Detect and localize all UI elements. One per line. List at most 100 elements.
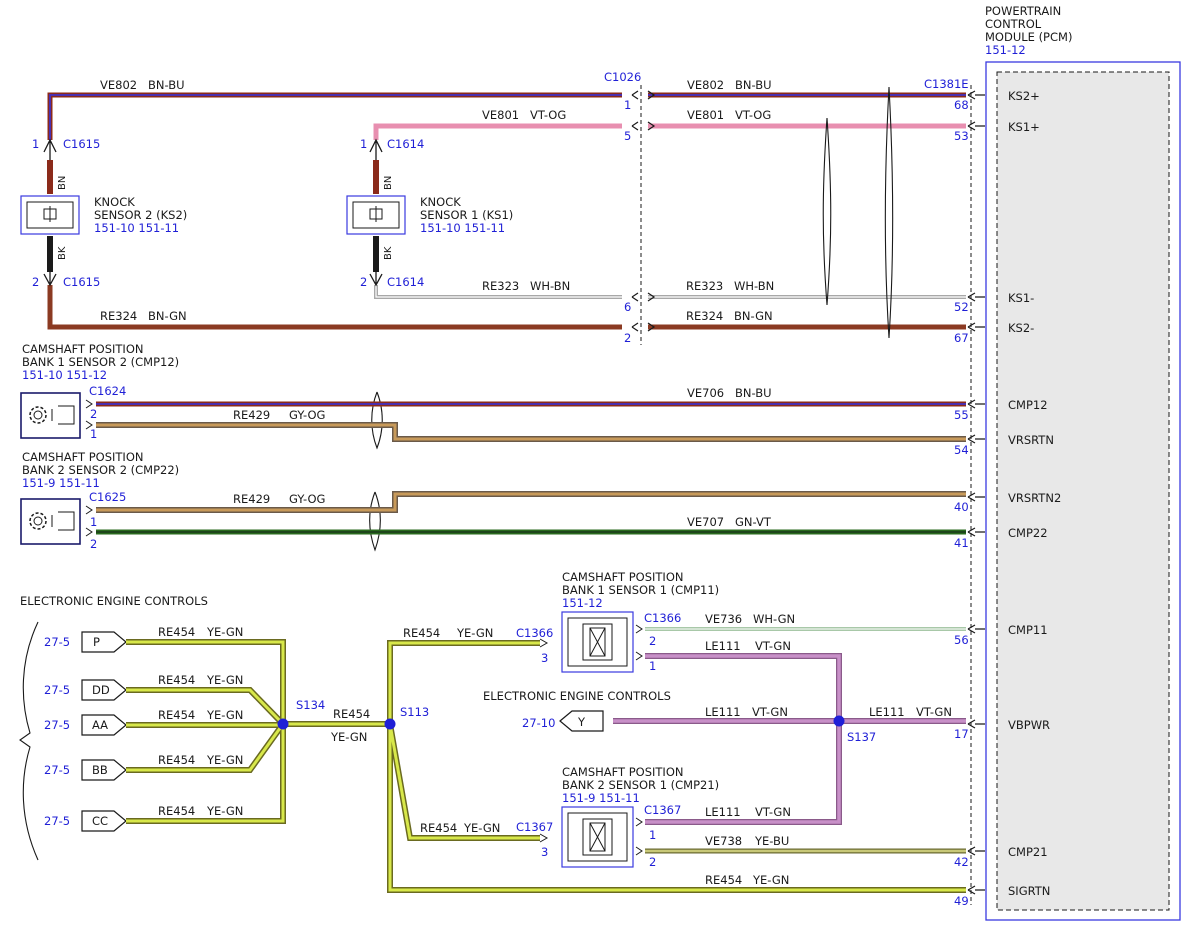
- wire-vrsrtn2[interactable]: RE429 GY-OG: [85, 491, 966, 515]
- c1026-connector[interactable]: C1026 1 5 6 2: [604, 70, 642, 345]
- wire-color: YE-GN: [206, 625, 243, 639]
- wire-circuit: RE324: [100, 309, 137, 323]
- wire-color: BN-BU: [148, 78, 185, 92]
- wire-color: YE-GN: [456, 626, 493, 640]
- knock-sensor-1[interactable]: 1 C1614 BN BK 2 C1614 KNOCK SENSOR 1 (KS…: [346, 137, 513, 289]
- wire-labels-re454-right: RE454 YE-GN RE454 YE-GN RE454 YE-GN: [403, 626, 789, 887]
- pcm-pin-label: KS1-: [1008, 291, 1034, 305]
- cmp12-pin: 1: [90, 427, 97, 441]
- cmp11-title-1: CAMSHAFT POSITION: [562, 570, 683, 584]
- wire-vrsrtn[interactable]: RE429 GY-OG: [85, 408, 966, 442]
- wire-circuit: RE454: [420, 821, 457, 835]
- cmp22-pin: 1: [90, 515, 97, 529]
- wires-re454-s113[interactable]: [387, 640, 966, 893]
- pcm-pin-number: 54: [954, 443, 969, 457]
- eec-ref: 27-5: [44, 814, 70, 828]
- wire-circuit: VE802: [687, 78, 724, 92]
- cam-sensor-cmp11[interactable]: CAMSHAFT POSITION BANK 1 SENSOR 1 (CMP11…: [516, 570, 719, 673]
- eec-left-group[interactable]: ELECTRONIC ENGINE CONTROLS 27-5 27-5 27-…: [19, 594, 208, 861]
- wire-labels-le111: LE111 VT-GN LE111 VT-GN LE111 VT-GN LE11…: [705, 639, 952, 819]
- pcm-ref: 151-12: [985, 43, 1026, 57]
- ks1-pin-bot: 2: [360, 275, 367, 289]
- pcm-pin-label: CMP12: [1008, 398, 1048, 412]
- pcm-pin-number: 56: [954, 633, 969, 647]
- c1026-pin: 5: [624, 129, 631, 143]
- wire-circuit: RE454: [158, 673, 195, 687]
- wire-cmp22[interactable]: VE707 GN-VT: [85, 515, 966, 537]
- eec-y-group[interactable]: ELECTRONIC ENGINE CONTROLS 27-10 Y: [483, 689, 671, 732]
- pcm-pin-label: VBPWR: [1008, 718, 1050, 732]
- wire-ks2-minus[interactable]: RE324 BN-GN RE324 BN-GN: [47, 285, 966, 330]
- wire-ks2-plus[interactable]: VE802 BN-BU VE802 BN-BU: [47, 78, 966, 140]
- wire-cmp21[interactable]: VE738 YE-BU: [635, 834, 966, 856]
- cam-sensor-cmp22[interactable]: CAMSHAFT POSITION BANK 2 SENSOR 2 (CMP22…: [20, 450, 179, 551]
- pcm-pin-number: 52: [954, 300, 969, 314]
- c1026-name: C1026: [604, 70, 641, 84]
- eec-y-tag: Y: [577, 715, 586, 729]
- cam-sensor-cmp21[interactable]: CAMSHAFT POSITION BANK 2 SENSOR 1 (CMP21…: [516, 765, 719, 869]
- pcm-pin-arrows: [967, 90, 985, 895]
- cmp22-pin: 2: [90, 537, 97, 551]
- wire-color: YE-GN: [206, 708, 243, 722]
- cmp21-connector-right: C1367: [644, 803, 681, 817]
- eec-tag: DD: [92, 683, 110, 697]
- eec-brace: [19, 621, 39, 861]
- ks1-title-2: SENSOR 1 (KS1): [420, 208, 513, 222]
- splice-s134[interactable]: S134: [277, 698, 326, 730]
- wire-color: YE-GN: [206, 673, 243, 687]
- cmp22-title-2: BANK 2 SENSOR 2 (CMP22): [22, 463, 179, 477]
- wire-color: BN-BU: [735, 78, 772, 92]
- wire-ks1-plus[interactable]: VE801 VT-OG VE801 VT-OG: [373, 108, 966, 140]
- wire-circuit: VE802: [100, 78, 137, 92]
- cmp22-title-1: CAMSHAFT POSITION: [22, 450, 143, 464]
- ks1-lead-top: BN: [383, 176, 394, 190]
- wire-circuit: RE323: [482, 279, 519, 293]
- wire-labels-re454-left: RE454 YE-GN RE454 YE-GN RE454 YE-GN RE45…: [158, 625, 370, 818]
- pcm-pin-label: VRSRTN2: [1008, 491, 1061, 505]
- cmp11-connector-left: C1366: [516, 626, 553, 640]
- wire-circuit: LE111: [705, 639, 741, 653]
- wire-cmp11[interactable]: VE736 WH-GN: [635, 612, 966, 634]
- pcm-pin-number: 40: [954, 500, 969, 514]
- pcm-pins: KS2+ 68 KS1+ 53 KS1- 52 KS2- 67 CMP12 55…: [954, 89, 1061, 908]
- ks1-title-1: KNOCK: [420, 195, 461, 209]
- wire-color: VT-GN: [752, 705, 788, 719]
- ks2-lead-bot: BK: [57, 246, 68, 260]
- splice-s113[interactable]: S113: [384, 705, 430, 730]
- wire-circuit: RE324: [686, 309, 723, 323]
- cmp11-pin: 2: [649, 634, 656, 648]
- knock-sensor-2[interactable]: 1 C1615 BN BK 2 C1615 KNOCK SENSOR 2 (KS…: [20, 137, 187, 289]
- eec-y-ref: 27-10: [522, 716, 555, 730]
- wire-color: VT-OG: [735, 108, 771, 122]
- wire-color: VT-GN: [916, 705, 952, 719]
- wire-color: BN-GN: [148, 309, 187, 323]
- cmp11-pin: 1: [649, 659, 656, 673]
- splice-s137[interactable]: S137: [833, 715, 877, 745]
- pcm-pin-number: 41: [954, 536, 969, 550]
- cmp22-refs: 151-9 151-11: [22, 476, 100, 490]
- pcm-pin-label: CMP22: [1008, 526, 1048, 540]
- wires-re454-s134[interactable]: [126, 639, 390, 824]
- pcm-pin-number: 55: [954, 408, 969, 422]
- cmp12-title-1: CAMSHAFT POSITION: [22, 342, 143, 356]
- c1026-arrows: [631, 90, 656, 332]
- wires-le111[interactable]: [613, 651, 966, 827]
- wire-color: GY-OG: [289, 408, 325, 422]
- twisted-pair-markers: [369, 86, 894, 552]
- cmp11-refs: 151-12: [562, 596, 603, 610]
- pcm-pin-label: CMP11: [1008, 623, 1048, 637]
- pcm-module[interactable]: POWERTRAIN CONTROL MODULE (PCM) 151-12 C…: [924, 4, 1181, 921]
- wire-cmp12[interactable]: VE706 BN-BU: [85, 386, 966, 409]
- wire-ks1-minus[interactable]: RE323 WH-BN RE323 WH-BN: [374, 279, 966, 299]
- c1026-pin: 6: [624, 300, 631, 314]
- pcm-pin-label: KS2+: [1008, 89, 1040, 103]
- pcm-pin-number: 68: [954, 98, 969, 112]
- cam-sensor-cmp12[interactable]: CAMSHAFT POSITION BANK 1 SENSOR 2 (CMP12…: [20, 342, 179, 441]
- wire-color: BN-GN: [734, 309, 773, 323]
- ks2-refs: 151-10 151-11: [94, 221, 179, 235]
- ks2-title-2: SENSOR 2 (KS2): [94, 208, 187, 222]
- cmp22-connector: C1625: [89, 490, 126, 504]
- pcm-name-line-1: POWERTRAIN: [985, 4, 1061, 18]
- splice-label: S137: [847, 730, 876, 744]
